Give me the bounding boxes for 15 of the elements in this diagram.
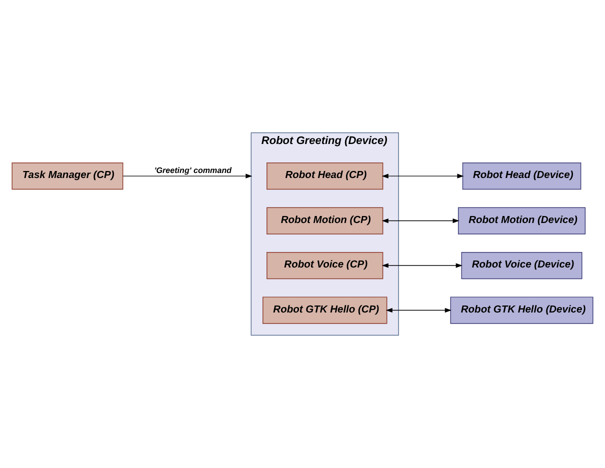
arrow	[382, 263, 462, 268]
node-box: Task Manager (CP)	[12, 162, 124, 190]
node-box: Robot Motion (Device)	[458, 207, 586, 234]
node-box: Robot Voice (Device)	[461, 252, 582, 280]
node-box: Robot Motion (CP)	[266, 207, 384, 234]
edge-label: 'Greeting' command	[154, 166, 232, 175]
node-box: Robot Head (Device)	[462, 162, 582, 190]
arrow	[382, 218, 460, 224]
node-box: Robot GTK Hello (Device)	[450, 296, 594, 324]
node-box: Robot Head (CP)	[266, 162, 384, 190]
node-box: Robot GTK Hello (CP)	[262, 296, 388, 324]
node-box: Robot Voice (CP)	[266, 252, 384, 280]
arrow	[382, 174, 464, 178]
arrow	[122, 174, 252, 178]
arrow	[386, 308, 452, 313]
